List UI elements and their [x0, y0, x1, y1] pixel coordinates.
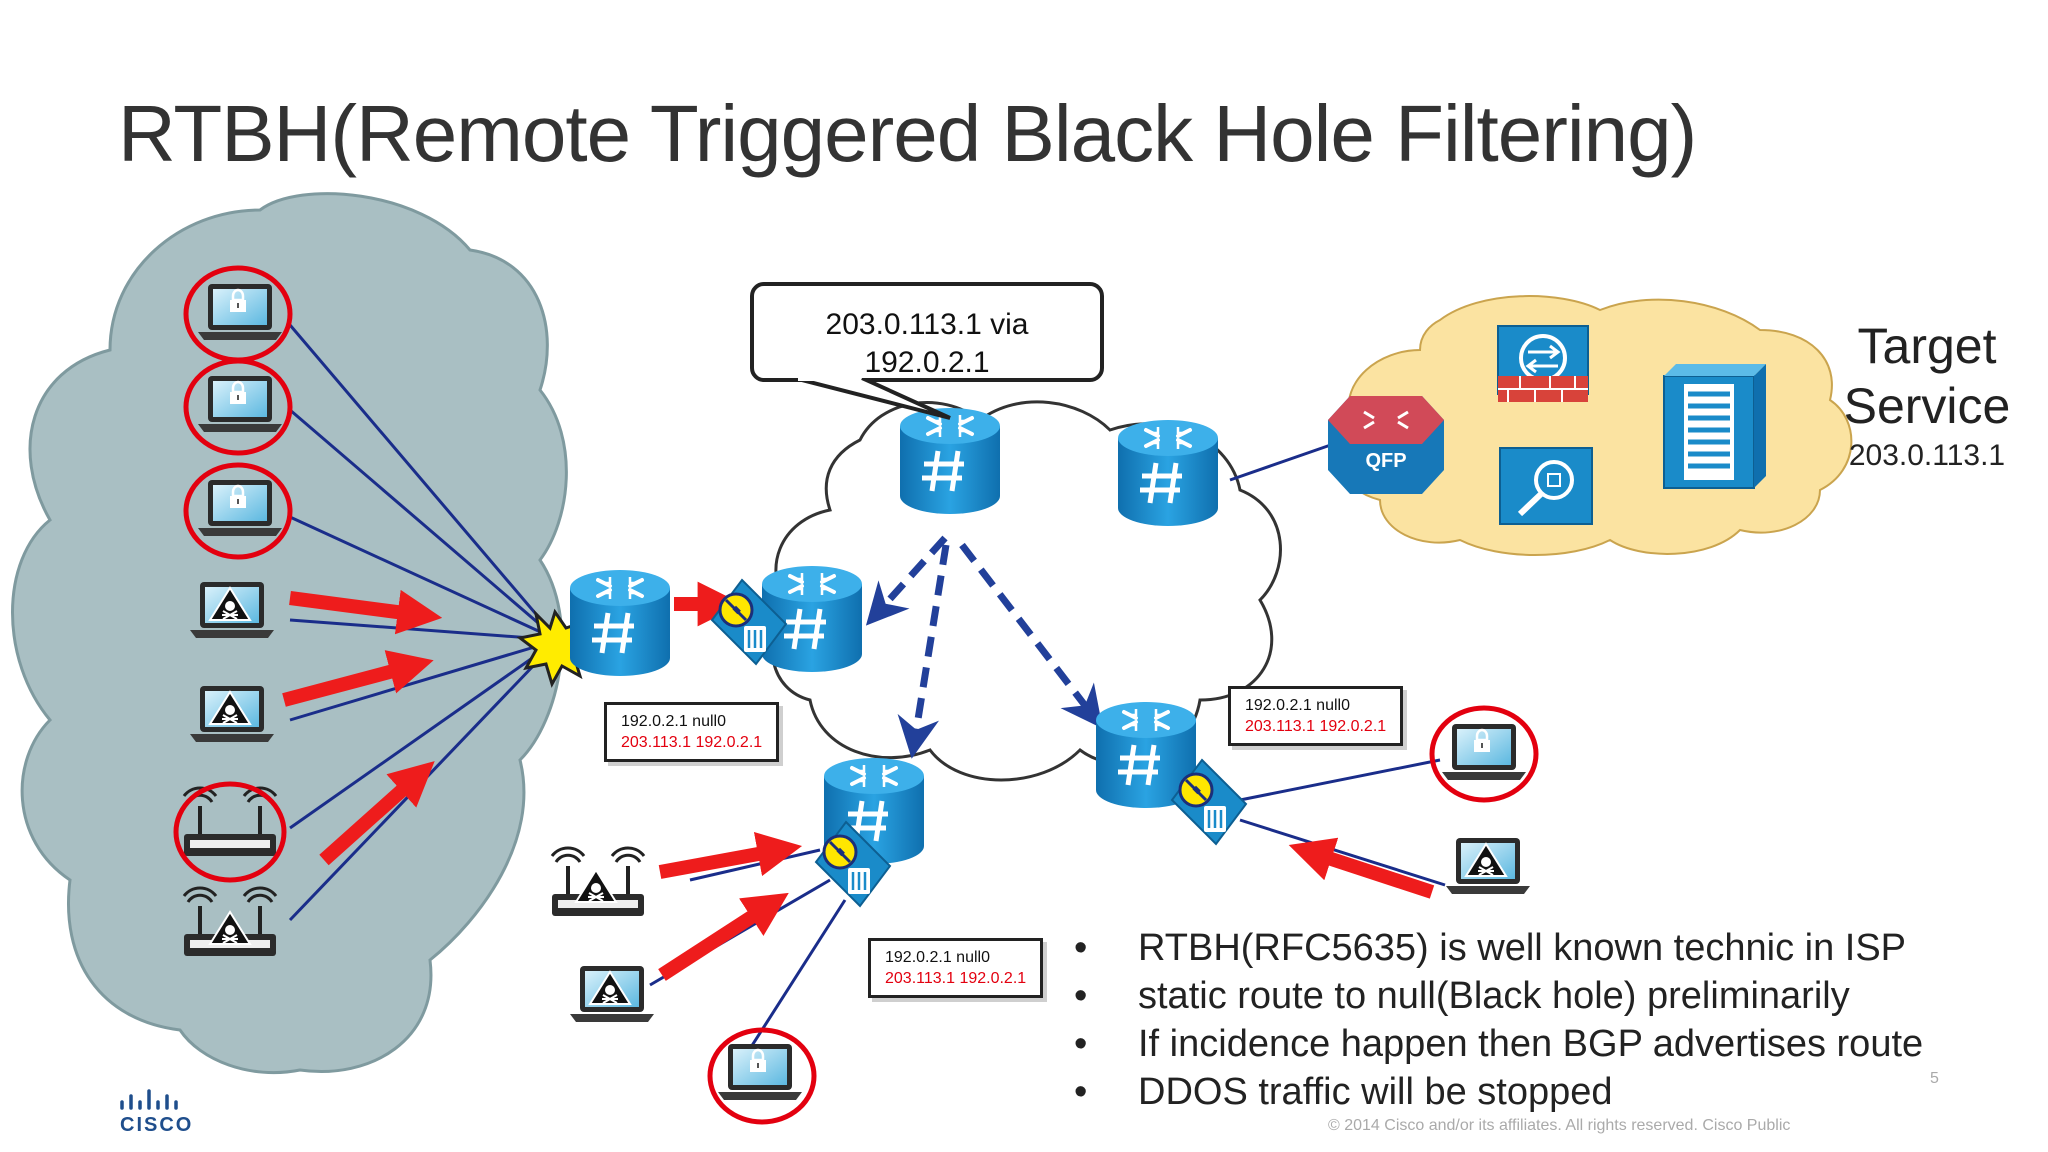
- highlight-circle: [183, 358, 293, 456]
- bullet-list: RTBH(RFC5635) is well known technic in I…: [1070, 924, 1923, 1116]
- attacker-cloud: [11, 192, 568, 1075]
- target-service-label: Target Service 203.0.113.1: [1812, 316, 2042, 476]
- legit-laptop-4: [718, 1044, 802, 1100]
- monitor-icon: [1499, 447, 1593, 525]
- server-rack-icon: [1663, 364, 1766, 489]
- firewall-icon: [1497, 325, 1589, 402]
- highlight-circle: [183, 462, 293, 560]
- legit-laptop-5: [1442, 724, 1526, 780]
- highlight-circle: [1429, 705, 1539, 803]
- route-line-2: 203.113.1 192.0.2.1: [1245, 718, 1387, 735]
- bullet-item: If incidence happen then BGP advertises …: [1070, 1020, 1923, 1068]
- cisco-logo: CISCO: [112, 1088, 198, 1136]
- qfp-label: QFP: [1365, 450, 1406, 472]
- route-line-2: 203.113.1 192.0.2.1: [621, 734, 763, 751]
- target-ip: 203.0.113.1: [1848, 439, 2006, 472]
- attacker-laptop-3: [570, 966, 654, 1022]
- route-table-box: 192.0.2.1 null0 203.113.1 192.0.2.1: [604, 702, 780, 762]
- route-line-1: 192.0.2.1 null0: [885, 949, 990, 966]
- cisco-wordmark: CISCO: [120, 1114, 194, 1136]
- bullet-item: static route to null(Black hole) prelimi…: [1070, 972, 1923, 1020]
- route-table-box: 192.0.2.1 null0 203.113.1 192.0.2.1: [868, 938, 1044, 998]
- callout-line-2: 192.0.2.1: [864, 346, 990, 379]
- route-line-2: 203.113.1 192.0.2.1: [885, 970, 1027, 987]
- highlight-circle: [707, 1027, 817, 1125]
- qfp-router-icon: QFP: [1328, 396, 1444, 494]
- page-number: 5: [1930, 1070, 1939, 1087]
- bullet-item: DDOS traffic will be stopped: [1070, 1068, 1923, 1116]
- edge-router-icon: [570, 570, 670, 676]
- copyright-footer: © 2014 Cisco and/or its affiliates. All …: [1328, 1117, 1791, 1134]
- attacker-wireless-router-icon: [550, 846, 646, 918]
- callout-line-1: 203.0.113.1 via: [825, 308, 1029, 341]
- route-line-1: 192.0.2.1 null0: [1245, 697, 1350, 714]
- highlight-circle: [173, 781, 287, 883]
- target-label-line-1: Target: [1857, 318, 1997, 374]
- target-label-line-2: Service: [1843, 378, 2011, 434]
- bullet-item: RTBH(RFC5635) is well known technic in I…: [1070, 924, 1923, 972]
- attacker-laptop-4: [1446, 838, 1530, 894]
- slide-title: RTBH(Remote Triggered Black Hole Filteri…: [118, 89, 1697, 178]
- callout-pointer: [793, 378, 951, 420]
- core-router-icon: [1118, 420, 1218, 526]
- route-advertisement-callout: 203.0.113.1 via 192.0.2.1: [750, 282, 1104, 382]
- bgp-advertise-arrows: [865, 535, 1103, 759]
- route-line-1: 192.0.2.1 null0: [621, 713, 726, 730]
- attack-arrows: [282, 581, 1435, 981]
- route-table-box: 192.0.2.1 null0 203.113.1 192.0.2.1: [1228, 686, 1404, 746]
- cisco-logo-bars: [120, 1089, 178, 1110]
